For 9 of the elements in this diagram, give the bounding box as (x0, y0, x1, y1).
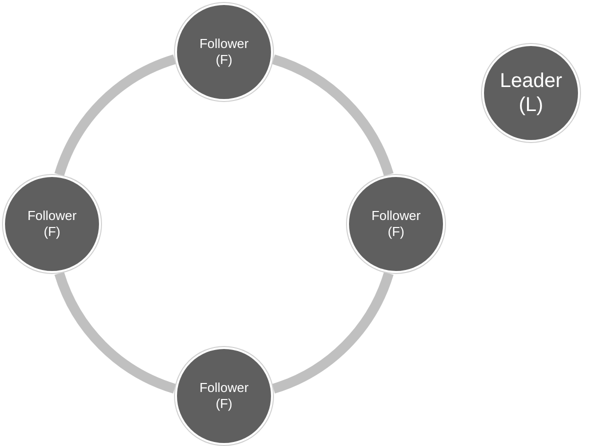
node-label: Follower (F) (198, 380, 250, 412)
ring-connector (54, 54, 176, 176)
node-label: Follower (F) (370, 208, 422, 240)
node-label: Follower (F) (198, 36, 250, 68)
ring-connector (272, 54, 394, 176)
node-label: Leader (L) (498, 69, 564, 117)
node-label: Follower (F) (26, 208, 78, 240)
ring-connector (54, 272, 176, 394)
ring-connector (272, 272, 394, 394)
